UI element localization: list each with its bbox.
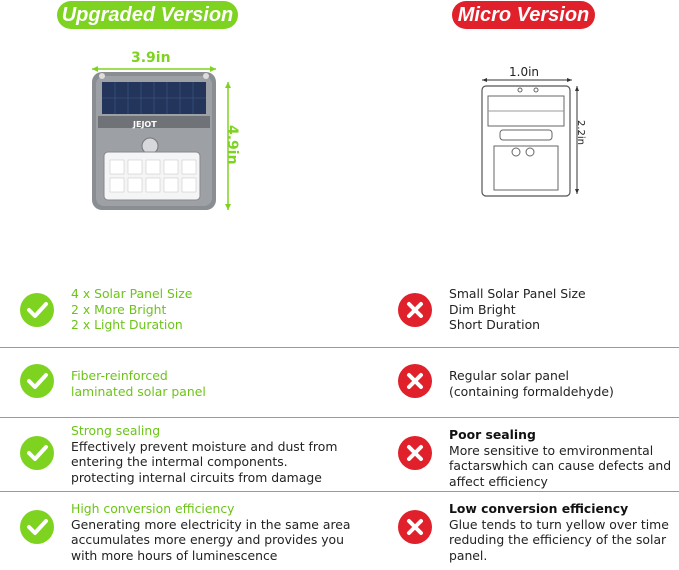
micro-sealing-text: Poor sealing More sensitive to emvironme… xyxy=(449,427,672,489)
upgraded-version-badge: Upgraded Version xyxy=(57,1,238,29)
brand-logo: JEJOT xyxy=(133,120,157,129)
micro-efficiency-text: Low conversion efficiency Glue tends to … xyxy=(449,501,669,563)
cross-icon xyxy=(398,436,432,470)
row-divider xyxy=(0,347,679,348)
micro-light-illustration xyxy=(481,78,579,197)
micro-width-label: 1.0in xyxy=(509,65,540,79)
check-icon xyxy=(20,293,54,327)
cross-icon xyxy=(398,293,432,327)
upgraded-efficiency-text: High conversion efficiency Generating mo… xyxy=(71,501,351,563)
cross-icon xyxy=(398,510,432,544)
upgraded-feature-list: 4 x Solar Panel Size 2 x More Bright 2 x… xyxy=(71,286,193,332)
check-icon xyxy=(20,436,54,470)
check-icon xyxy=(20,364,54,398)
check-icon xyxy=(20,510,54,544)
upgraded-panel-text: Fiber-reinforced laminated solar panel xyxy=(71,368,206,399)
upgraded-sealing-text: Strong sealing Effectively prevent moist… xyxy=(71,423,338,485)
row-divider xyxy=(0,417,679,418)
cross-icon xyxy=(398,364,432,398)
width-dimension-label: 3.9in xyxy=(131,50,171,66)
micro-panel-text: Regular solar panel (containing formalde… xyxy=(449,368,614,399)
micro-feature-list: Small Solar Panel Size Dim Bright Short … xyxy=(449,286,586,332)
row-divider xyxy=(0,491,679,492)
upgraded-light-illustration xyxy=(92,66,231,210)
micro-version-badge: Micro Version xyxy=(452,1,595,29)
